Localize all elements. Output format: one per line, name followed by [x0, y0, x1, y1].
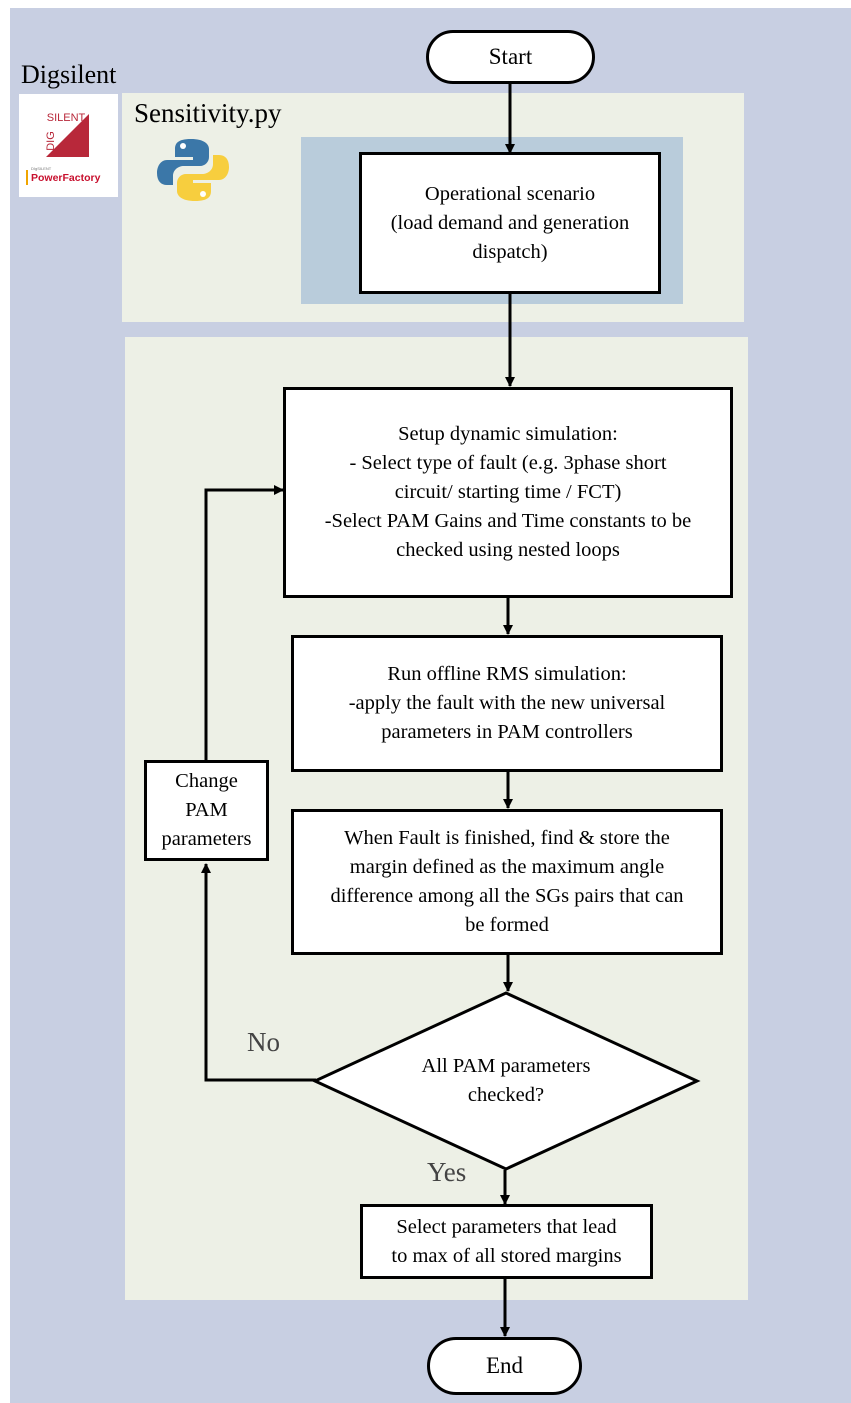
python-logo-icon [157, 139, 229, 201]
start-terminal: Start [426, 30, 595, 84]
powerfactory-logo: SILENT DIG DIgSILENT PowerFactory [19, 94, 118, 197]
run-simulation-box: Run offline RMS simulation: -apply the f… [291, 635, 723, 772]
arrow-change-to-setup [204, 485, 284, 760]
digsilent-label: Digsilent [21, 60, 117, 89]
store-margin-box: When Fault is finished, find & store the… [291, 809, 723, 955]
select-parameters-box: Select parameters that lead to max of al… [360, 1204, 653, 1279]
logo-dig-text: DIG [45, 131, 57, 151]
end-terminal: End [427, 1337, 582, 1395]
decision-diamond [311, 991, 701, 1171]
digsilent-logo-icon: SILENT DIG DIgSILENT PowerFactory [26, 112, 101, 185]
arrow-decision-no-to-change [201, 863, 316, 1082]
svg-text:DIgSILENT: DIgSILENT [31, 166, 52, 171]
logo-silent-text: SILENT [47, 112, 86, 124]
change-parameters-box: Change PAM parameters [144, 760, 269, 861]
logo-brand-text: PowerFactory [31, 172, 101, 184]
setup-simulation-box: Setup dynamic simulation: - Select type … [283, 387, 733, 598]
decision-text: All PAM parameters checked? [421, 1055, 591, 1106]
no-branch-label: No [247, 1027, 280, 1057]
sensitivity-label: Sensitivity.py [134, 98, 282, 128]
operational-scenario-box: Operational scenario (load demand and ge… [359, 152, 661, 294]
yes-branch-label: Yes [427, 1157, 467, 1187]
